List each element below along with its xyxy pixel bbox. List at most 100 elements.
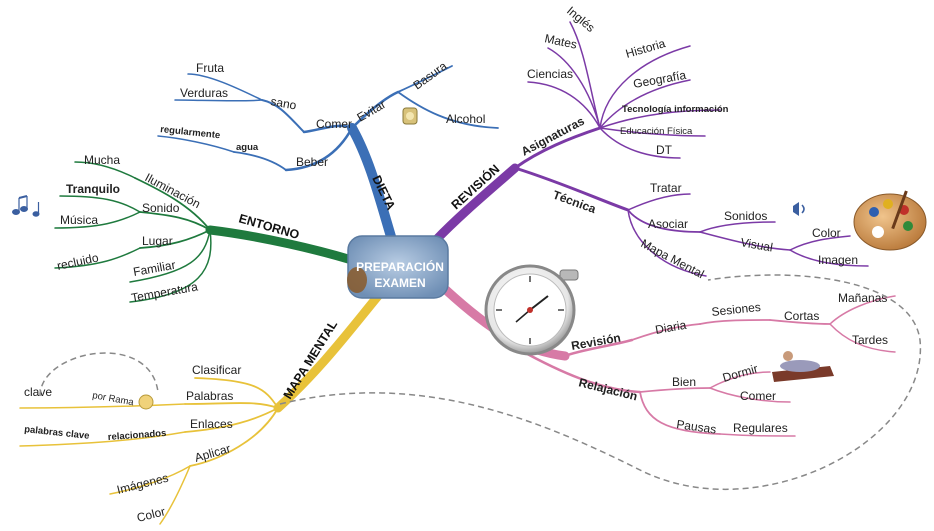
tecnica-asociar-label: Asociar [648, 217, 688, 231]
subject-tecnologia-line [599, 109, 721, 129]
mapa-color-label: Color [135, 504, 166, 525]
mapa-enlaces-label: Enlaces [190, 417, 233, 431]
mapa-clave-label: clave [24, 385, 52, 399]
revision-tecnica-label: Técnica [551, 188, 598, 217]
link-clave-loop [39, 352, 159, 397]
pink-relajacion-label: Relajación [577, 375, 639, 403]
mapa-palabras-clave-line [19, 431, 186, 447]
mapa-aplicar-label: Aplicar [193, 441, 232, 465]
dieta-fruta-label: Fruta [196, 61, 224, 75]
subject-ingles-label: Inglés [564, 4, 598, 35]
subject-ciencias-line [527, 81, 601, 129]
dieta-basura-label: Basura [411, 59, 450, 93]
pink-comer-label: Comer [740, 389, 776, 403]
pink-cortas-line [769, 319, 831, 325]
dieta-evitar-line [350, 90, 400, 130]
entorno-sonido-line [139, 211, 211, 231]
pink-relajacion-line [518, 348, 642, 394]
speaker-icon [793, 202, 805, 216]
revision-asignaturas-line [513, 126, 602, 170]
entorno-familiar-line [129, 229, 211, 283]
palette-icon [853, 190, 927, 251]
subject-historia-line [599, 45, 691, 129]
visual-color-label: Color [812, 226, 841, 240]
center-icon [347, 267, 367, 293]
pink-regulares-label: Regulares [733, 421, 788, 435]
asociar-visual-label: Visual [739, 235, 773, 254]
tecnica-mapa-mental-label: Mapa Mental [639, 236, 707, 281]
subject-edfisica-label: Educación Física [620, 126, 693, 137]
tecnica-asociar-line [627, 209, 701, 233]
asociar-sonidos-label: Sonidos [724, 209, 767, 223]
pink-sesiones-label: Sesiones [711, 300, 762, 319]
visual-color-line [789, 235, 851, 251]
pink-bien-label: Bien [672, 375, 696, 389]
dieta-fruta-line [187, 73, 263, 101]
mapa-relacionados-label: relacionados [107, 428, 166, 443]
pink-mananas-label: Mañanas [838, 291, 887, 305]
mapa-aplicar-line [189, 407, 279, 467]
subject-tecnologia-label: Tecnología información [622, 104, 729, 115]
dieta-regularmente-label: regularmente [160, 124, 221, 141]
entorno-iluminacion-line [134, 177, 211, 231]
subject-dt-label: DT [656, 143, 673, 157]
subject-dt-line [599, 127, 681, 159]
entorno-tranquilo-label: Tranquilo [66, 182, 120, 196]
dieta-comer-line [302, 124, 354, 134]
bed-icon [772, 351, 834, 382]
apple-icon [138, 394, 154, 410]
entorno-musica-label: Música [60, 213, 98, 227]
entorno-recluido-label: recluido [56, 250, 100, 272]
dieta-comer-label: Comer [316, 117, 352, 131]
tecnica-mapa-mental-line [627, 209, 707, 277]
pink-diaria-label: Diaria [654, 318, 688, 337]
medal-icon [402, 107, 418, 125]
dieta-sano-label: sano [269, 94, 297, 112]
dieta-alcohol-label: Alcohol [446, 112, 485, 126]
mapa-color-line [159, 465, 191, 525]
pink-diaria-line [631, 323, 701, 341]
center-title-line2: EXAMEN [374, 276, 425, 290]
tecnica-tratar-label: Tratar [650, 181, 682, 195]
entorno-temperatura-label: Temperatura [130, 279, 199, 305]
pink-revision-line [563, 338, 634, 358]
entorno-mucha-label: Mucha [84, 153, 120, 167]
mapa-palabras-line [184, 402, 279, 409]
entorno-musica-line [54, 211, 141, 229]
mapa-enlaces-line [184, 407, 279, 433]
center-title-line1: PREPARACIÓN [356, 259, 444, 274]
dieta-alcohol-line [397, 91, 499, 129]
dieta-beber-label: Beber [296, 155, 328, 169]
dieta-evitar-label: Evitar [355, 97, 389, 124]
dieta-agua-label: agua [236, 142, 259, 153]
asociar-sonidos-line [699, 221, 776, 233]
pink-revision-label: Revisión [570, 330, 622, 352]
dieta-main-stroke [347, 123, 397, 245]
subject-ciencias-label: Ciencias [527, 67, 573, 81]
dieta-agua-line [233, 151, 287, 171]
pink-cortas-label: Cortas [784, 309, 819, 323]
dieta-sano-line [261, 99, 305, 133]
mapa-clasificar-line [194, 377, 279, 409]
subject-mates-label: Mates [543, 31, 578, 51]
dieta-basura-line [397, 65, 453, 93]
dieta-regularmente-line [157, 135, 235, 153]
mapa-por-rama-label: por Rama [91, 390, 135, 408]
branch-revision [431, 21, 869, 277]
stopwatch-icon [484, 264, 579, 356]
music-notes-icon [12, 195, 40, 217]
dieta-verduras-line [174, 99, 263, 102]
mapa-imagenes-label: Imágenes [115, 471, 170, 497]
mapa-title: MAPA MENTAL [281, 318, 341, 402]
pink-mananas-line [829, 295, 896, 325]
pink-bien-line [639, 387, 711, 393]
mapa-palabras-clave-label: palabras clave [24, 424, 90, 442]
pink-pausas-label: Pausas [676, 417, 718, 436]
branch-entorno [54, 161, 363, 303]
subject-edfisica-line [599, 127, 706, 137]
branch-dieta [157, 65, 499, 245]
pink-regulares-line [719, 433, 796, 437]
pink-dormir-line [709, 371, 771, 389]
